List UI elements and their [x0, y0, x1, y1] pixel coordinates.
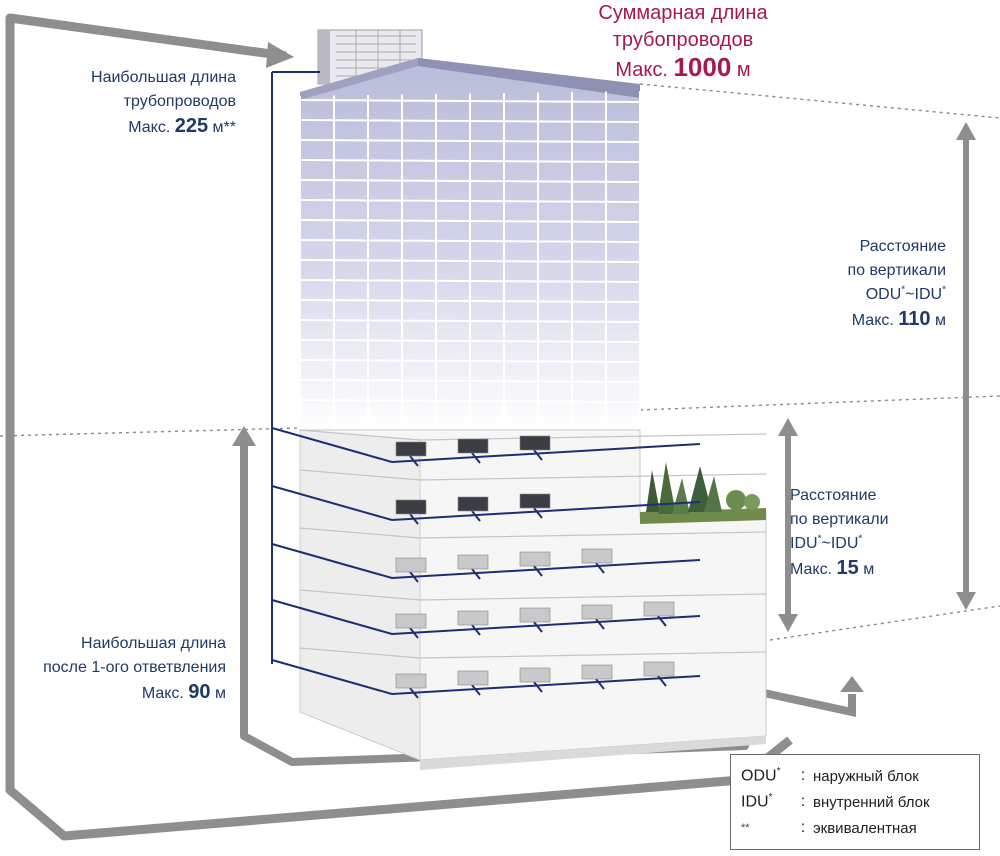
legend-row-idu: IDU* : внутренний блок	[741, 792, 930, 811]
refrigerant-pipes	[271, 71, 701, 699]
outer-pipe-arrowhead	[266, 42, 294, 68]
label-total-length: Суммарная длина трубопроводов Макс. 1000…	[598, 2, 768, 82]
vertical-arrow-idu-idu	[778, 418, 798, 632]
legend: ODU* : наружный блок IDU* : внутренний б…	[730, 754, 980, 850]
roof-garden	[640, 462, 766, 524]
label-longest-length: Наибольшая длина трубопроводов Макс. 225…	[91, 69, 236, 137]
indoor-units	[395, 435, 675, 689]
legend-row-equivalent: ** : эквивалентная	[741, 819, 917, 837]
label-vertical-idu-idu: Расстояние по вертикали IDU*~IDU* Макс. …	[790, 487, 889, 579]
inner-pipe-loop	[749, 686, 856, 717]
legend-row-odu: ODU* : наружный блок	[741, 766, 919, 785]
vertical-arrow-odu-idu	[956, 122, 976, 610]
label-after-first-branch: Наибольшая длина после 1-ого ответвления…	[43, 635, 226, 703]
tower	[299, 58, 641, 430]
inner-pipe-arrowhead-up	[232, 426, 256, 446]
reference-lines	[0, 83, 1000, 641]
label-vertical-odu-idu: Расстояние по вертикали ODU*~IDU* Макс. …	[847, 238, 946, 330]
